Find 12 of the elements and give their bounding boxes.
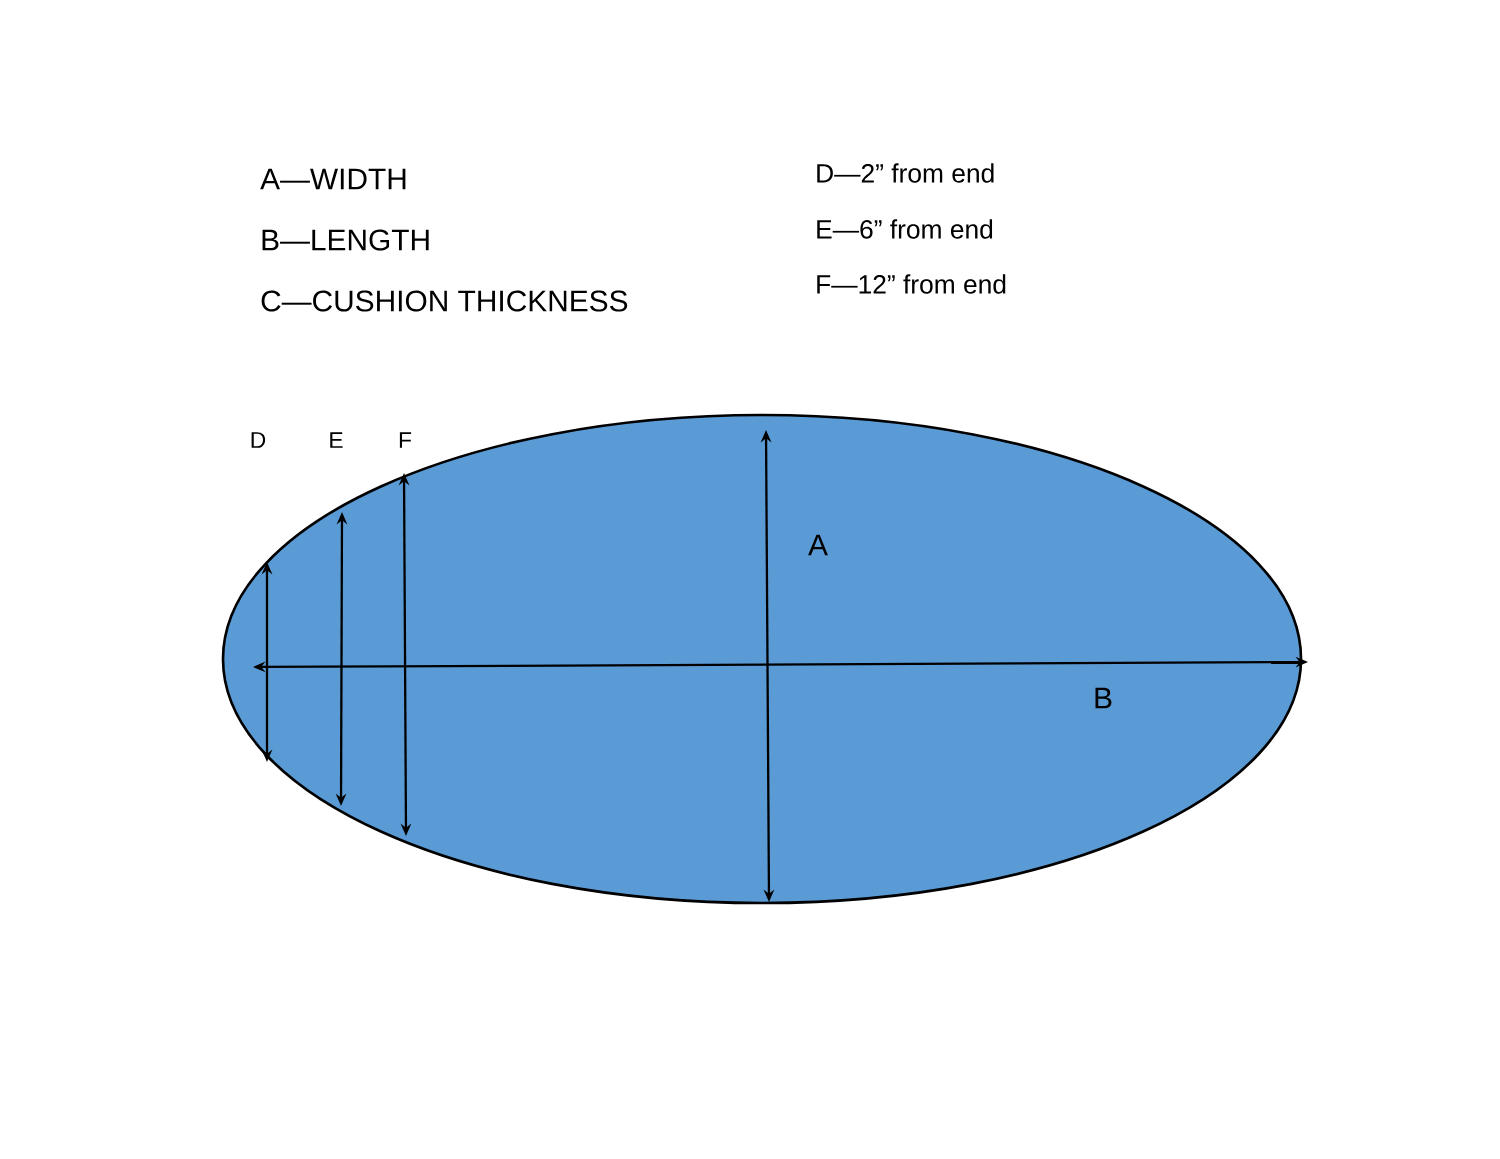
legend-text: D—2” from end [817,163,994,183]
legend-text: F—12” from end [817,274,1006,294]
legend-text: B—LENGTH [262,229,429,251]
legend-text: E—6” from end [817,219,993,239]
dimension-label: A [808,534,828,556]
legend-text: A—WIDTH [260,168,406,190]
legend-text: C—CUSHION THICKNESS [261,290,628,312]
dimension-label: B [1095,687,1112,709]
dimension-label: E [330,432,343,448]
dimension-label: D [251,432,266,448]
cushion-shape [221,413,1303,905]
dimension-label: F [399,432,412,448]
